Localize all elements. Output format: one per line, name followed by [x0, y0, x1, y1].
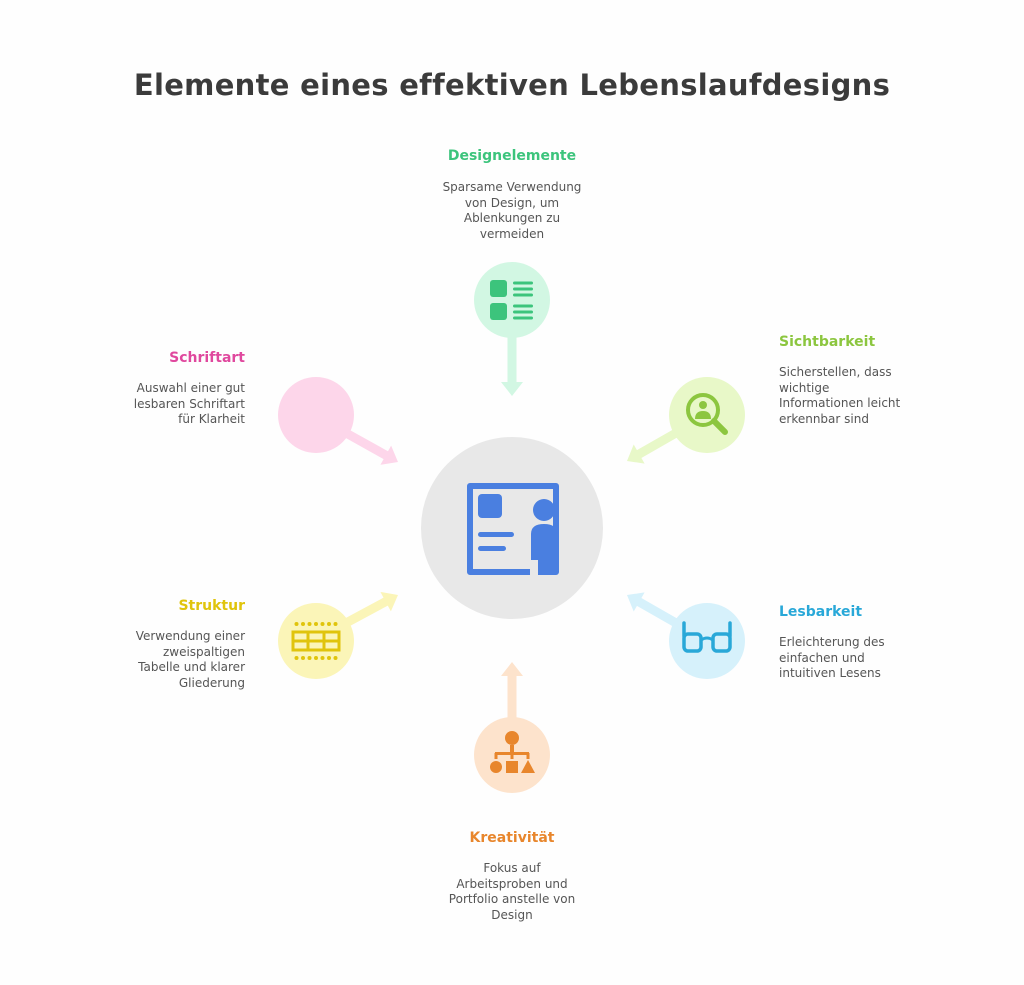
lesbarkeit-arrow	[634, 597, 681, 628]
struktur-arrow	[341, 597, 391, 628]
sichtbarkeit-description-line: wichtige	[779, 380, 830, 395]
hierarchy-icon	[490, 731, 535, 773]
designelemente-description-line: vermeiden	[479, 226, 545, 241]
kreativitaet-description-line: Design	[491, 907, 533, 922]
struktur-description-line: zweispaltigen	[162, 644, 245, 659]
lesbarkeit-description-line: einfachen und	[779, 650, 865, 665]
sichtbarkeit-title: Sichtbarkeit	[779, 334, 876, 350]
layout-icon	[490, 280, 533, 320]
schriftart-circle	[278, 377, 354, 453]
schriftart-arrow	[341, 428, 391, 460]
designelemente-title: Designelemente	[447, 148, 577, 164]
table-icon	[291, 622, 341, 660]
schriftart-arrowhead	[380, 445, 398, 465]
kreativitaet-description-line: Fokus auf	[483, 861, 541, 875]
schriftart-description-line: lesbaren Schriftart	[133, 396, 245, 411]
sichtbarkeit-description-line: Informationen leicht	[779, 396, 901, 410]
designelemente-circle	[474, 262, 550, 338]
kreativitaet-title: Kreativität	[469, 830, 555, 846]
glasses-icon	[682, 621, 732, 653]
designelemente-description-line: Ablenkungen zu	[463, 211, 561, 225]
lesbarkeit-arrowhead	[627, 592, 645, 612]
lesbarkeit-circle	[669, 603, 745, 679]
kreativitaet-arrowhead	[501, 662, 523, 676]
lesbarkeit-description-line: intuitiven Lesens	[779, 666, 881, 680]
resume-icon	[467, 483, 559, 576]
designelemente-description-line: von Design, um	[464, 195, 560, 210]
designelemente-arrowhead	[501, 382, 523, 396]
lesbarkeit-title: Lesbarkeit	[779, 604, 863, 620]
struktur-description-line: Verwendung einer	[135, 629, 245, 643]
sichtbarkeit-description-line: Sicherstellen, dass	[779, 365, 892, 379]
magnifier-icon	[686, 393, 728, 435]
struktur-description-line: Gliederung	[178, 675, 245, 690]
sichtbarkeit-description-line: erkennbar sind	[779, 411, 869, 426]
sichtbarkeit-arrowhead	[627, 444, 645, 464]
sichtbarkeit-arrow	[634, 428, 681, 459]
schriftart-title: Schriftart	[169, 350, 245, 366]
struktur-description-line: Tabelle und klarer	[138, 660, 245, 674]
schriftart-description-line: Auswahl einer gut	[136, 381, 245, 395]
schriftart-description-line: für Klarheit	[178, 412, 245, 426]
struktur-arrowhead	[380, 591, 398, 612]
lesbarkeit-description-line: Erleichterung des	[779, 635, 885, 649]
diagram-title: Elemente eines effektiven Lebenslaufdesi…	[133, 68, 891, 102]
kreativitaet-description-line: Arbeitsproben und	[456, 876, 568, 891]
designelemente-description-line: Sparsame Verwendung	[442, 180, 582, 194]
struktur-title: Struktur	[178, 598, 245, 614]
center-circle	[421, 437, 603, 619]
kreativitaet-description-line: Portfolio anstelle von	[448, 892, 576, 906]
